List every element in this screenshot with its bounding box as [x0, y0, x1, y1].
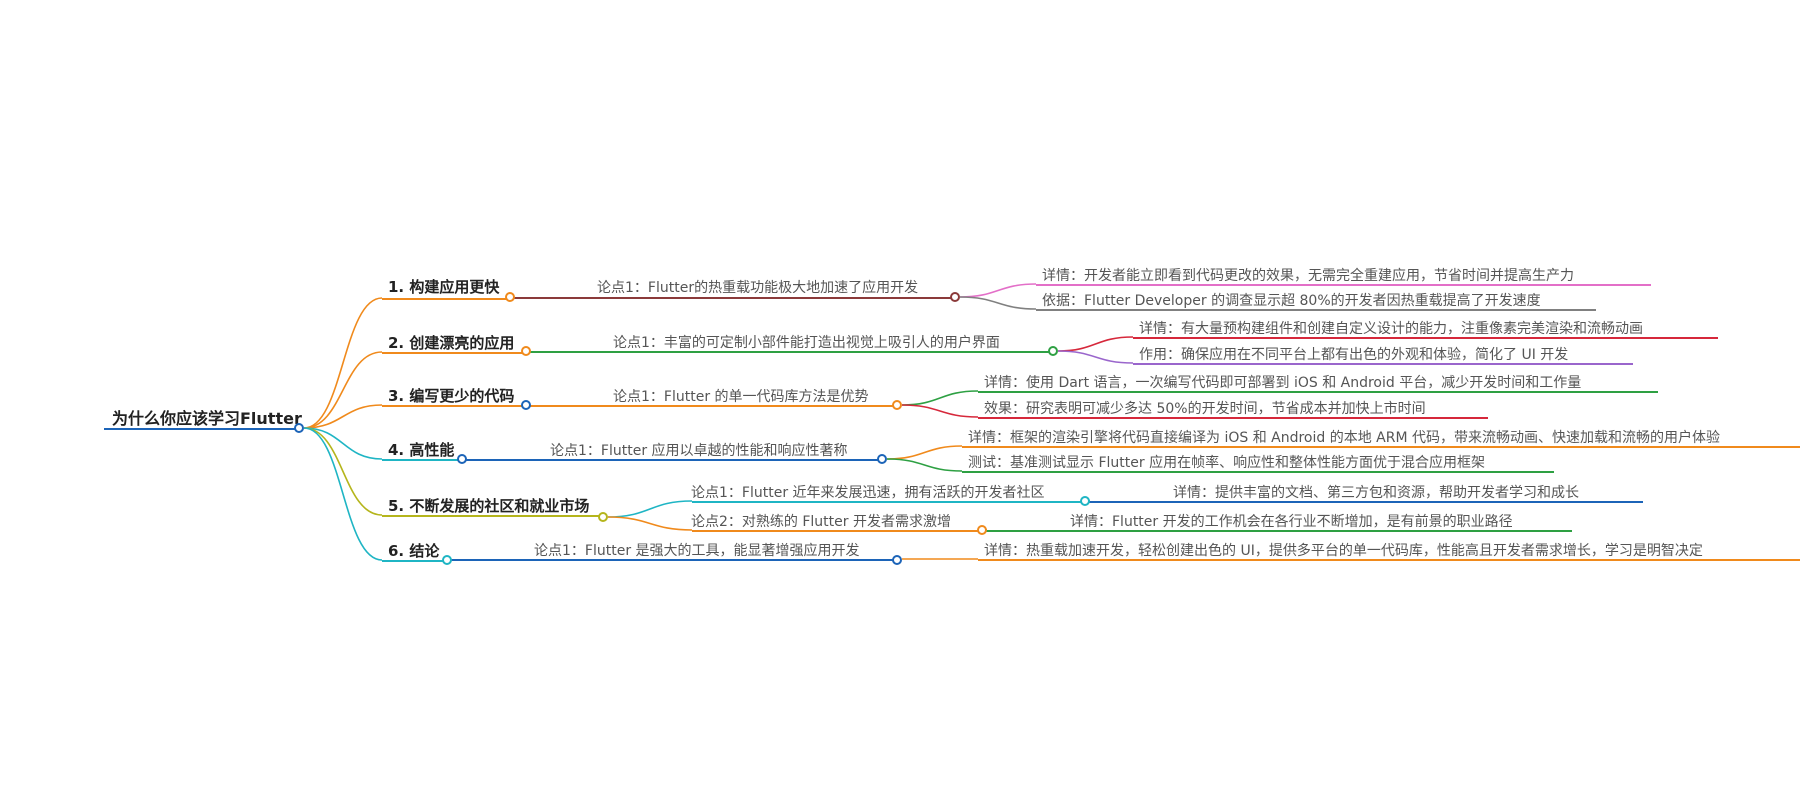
point-4-to-detail-2-connector: [886, 458, 963, 472]
detail-3-1-1-label: 详情：使用 Dart 语言，一次编写代码即可部署到 iOS 和 Android …: [984, 375, 1582, 391]
point-2-1-node: [1048, 346, 1058, 356]
detail-4-1-1-label: 详情：框架的渲染引擎将代码直接编译为 iOS 和 Android 的本地 ARM…: [968, 430, 1721, 446]
detail-2-1-2-label: 作用：确保应用在不同平台上都有出色的外观和体验，简化了 UI 开发: [1139, 347, 1569, 363]
section-4-underline: [382, 459, 462, 461]
point-1-to-detail-1-connector: [959, 283, 1037, 298]
point-3-to-detail-2-connector: [901, 404, 979, 418]
detail-1-1-2-label: 依据：Flutter Developer 的调查显示超 80%的开发者因热重载提…: [1042, 293, 1541, 309]
detail-3-1-2-underline: [978, 417, 1488, 419]
section-1-node: [505, 292, 515, 302]
detail-2-1-1-label: 详情：有大量预构建组件和创建自定义设计的能力，注重像素完美渲染和流畅动画: [1139, 321, 1643, 337]
point-4-1-node: [877, 454, 887, 464]
section-1-label: 1. 构建应用更快: [388, 278, 500, 296]
section-2-label: 2. 创建漂亮的应用: [388, 334, 515, 352]
point-4-to-detail-1-connector: [886, 445, 963, 460]
point-4-1-label: 论点1：Flutter 应用以卓越的性能和响应性著称: [550, 443, 848, 459]
detail-3-1-2-label: 效果：研究表明可减少多达 50%的开发时间，节省成本并加快上市时间: [984, 401, 1426, 417]
section-2-underline: [382, 352, 527, 354]
detail-4-1-2-label: 测试：基准测试显示 Flutter 应用在帧率、响应性和整体性能方面优于混合应用…: [968, 455, 1486, 471]
point-6-1-node: [892, 555, 902, 565]
section-5-node: [598, 512, 608, 522]
point-3-to-detail-1-connector: [901, 390, 979, 406]
section-5-label: 5. 不断发展的社区和就业市场: [388, 497, 590, 515]
point-1-1-label: 论点1：Flutter的热重载功能极大地加速了应用开发: [597, 280, 919, 296]
root-to-section-5-connector: [303, 427, 383, 516]
point-5-1-label: 论点1：Flutter 近年来发展迅速，拥有活跃的开发者社区: [691, 485, 1045, 501]
detail-1-1-1-underline: [1036, 284, 1651, 286]
detail-2-1-1-underline: [1133, 337, 1718, 339]
section-6-underline: [382, 560, 447, 562]
point-1-1-node: [950, 292, 960, 302]
point-5-2-underline: [692, 530, 982, 532]
point-5-2-label: 论点2：对熟练的 Flutter 开发者需求激增: [691, 514, 951, 530]
root-to-section-4-connector: [303, 427, 383, 460]
detail-6-1-1-underline: [978, 559, 1800, 561]
section-5-underline: [382, 515, 602, 517]
detail-5-1-1-underline: [1085, 501, 1643, 503]
section-4-node: [457, 454, 467, 464]
root-topic-label: 为什么你应该学习Flutter: [112, 409, 302, 428]
section-6-node: [442, 555, 452, 565]
detail-4-1-1-underline: [962, 446, 1800, 448]
section-6-label: 6. 结论: [388, 542, 440, 560]
detail-2-1-2-underline: [1133, 363, 1633, 365]
root-underline: [104, 428, 299, 430]
section-5-to-point-1-connector: [607, 500, 693, 518]
point-3-1-underline: [527, 405, 897, 407]
section-3-node: [521, 400, 531, 410]
point-1-1-underline: [510, 297, 955, 299]
point-3-1-node: [892, 400, 902, 410]
section-1-underline: [382, 298, 510, 300]
root-to-section-3-connector: [303, 404, 383, 429]
detail-6-1-1-label: 详情：热重载加速开发，轻松创建出色的 UI，提供多平台的单一代码库，性能高且开发…: [984, 543, 1703, 559]
point-5-1-underline: [692, 501, 1085, 503]
section-3-underline: [382, 405, 527, 407]
point-2-to-detail-1-connector: [1057, 336, 1134, 352]
root-node: [294, 423, 304, 433]
detail-5-2-1-label: 详情：Flutter 开发的工作机会在各行业不断增加，是有前景的职业路径: [1070, 514, 1513, 530]
point-2-to-detail-2-connector: [1057, 350, 1134, 364]
section-4-label: 4. 高性能: [388, 441, 455, 459]
point-6-1-label: 论点1：Flutter 是强大的工具，能显著增强应用开发: [534, 543, 860, 559]
point-5-1-node: [1080, 496, 1090, 506]
detail-5-1-1-label: 详情：提供丰富的文档、第三方包和资源，帮助开发者学习和成长: [1173, 485, 1579, 501]
detail-1-1-2-underline: [1036, 309, 1596, 311]
detail-4-1-2-underline: [962, 471, 1554, 473]
detail-3-1-1-underline: [978, 391, 1658, 393]
root-to-section-6-connector: [303, 427, 383, 561]
section-2-node: [521, 346, 531, 356]
detail-1-1-1-label: 详情：开发者能立即看到代码更改的效果，无需完全重建应用，节省时间并提高生产力: [1042, 268, 1574, 284]
point-2-1-underline: [527, 351, 1053, 353]
root-to-section-2-connector: [303, 351, 383, 429]
point-2-1-label: 论点1：丰富的可定制小部件能打造出视觉上吸引人的用户界面: [613, 335, 1000, 351]
point-3-1-label: 论点1：Flutter 的单一代码库方法是优势: [613, 389, 869, 405]
point-6-1-underline: [447, 559, 897, 561]
section-5-to-point-2-connector: [607, 516, 693, 531]
point-4-1-underline: [462, 459, 882, 461]
detail-5-2-1-underline: [982, 530, 1572, 532]
point-1-to-detail-2-connector: [959, 296, 1037, 310]
point-5-2-node: [977, 525, 987, 535]
section-3-label: 3. 编写更少的代码: [388, 387, 515, 405]
root-to-section-1-connector: [303, 297, 383, 429]
